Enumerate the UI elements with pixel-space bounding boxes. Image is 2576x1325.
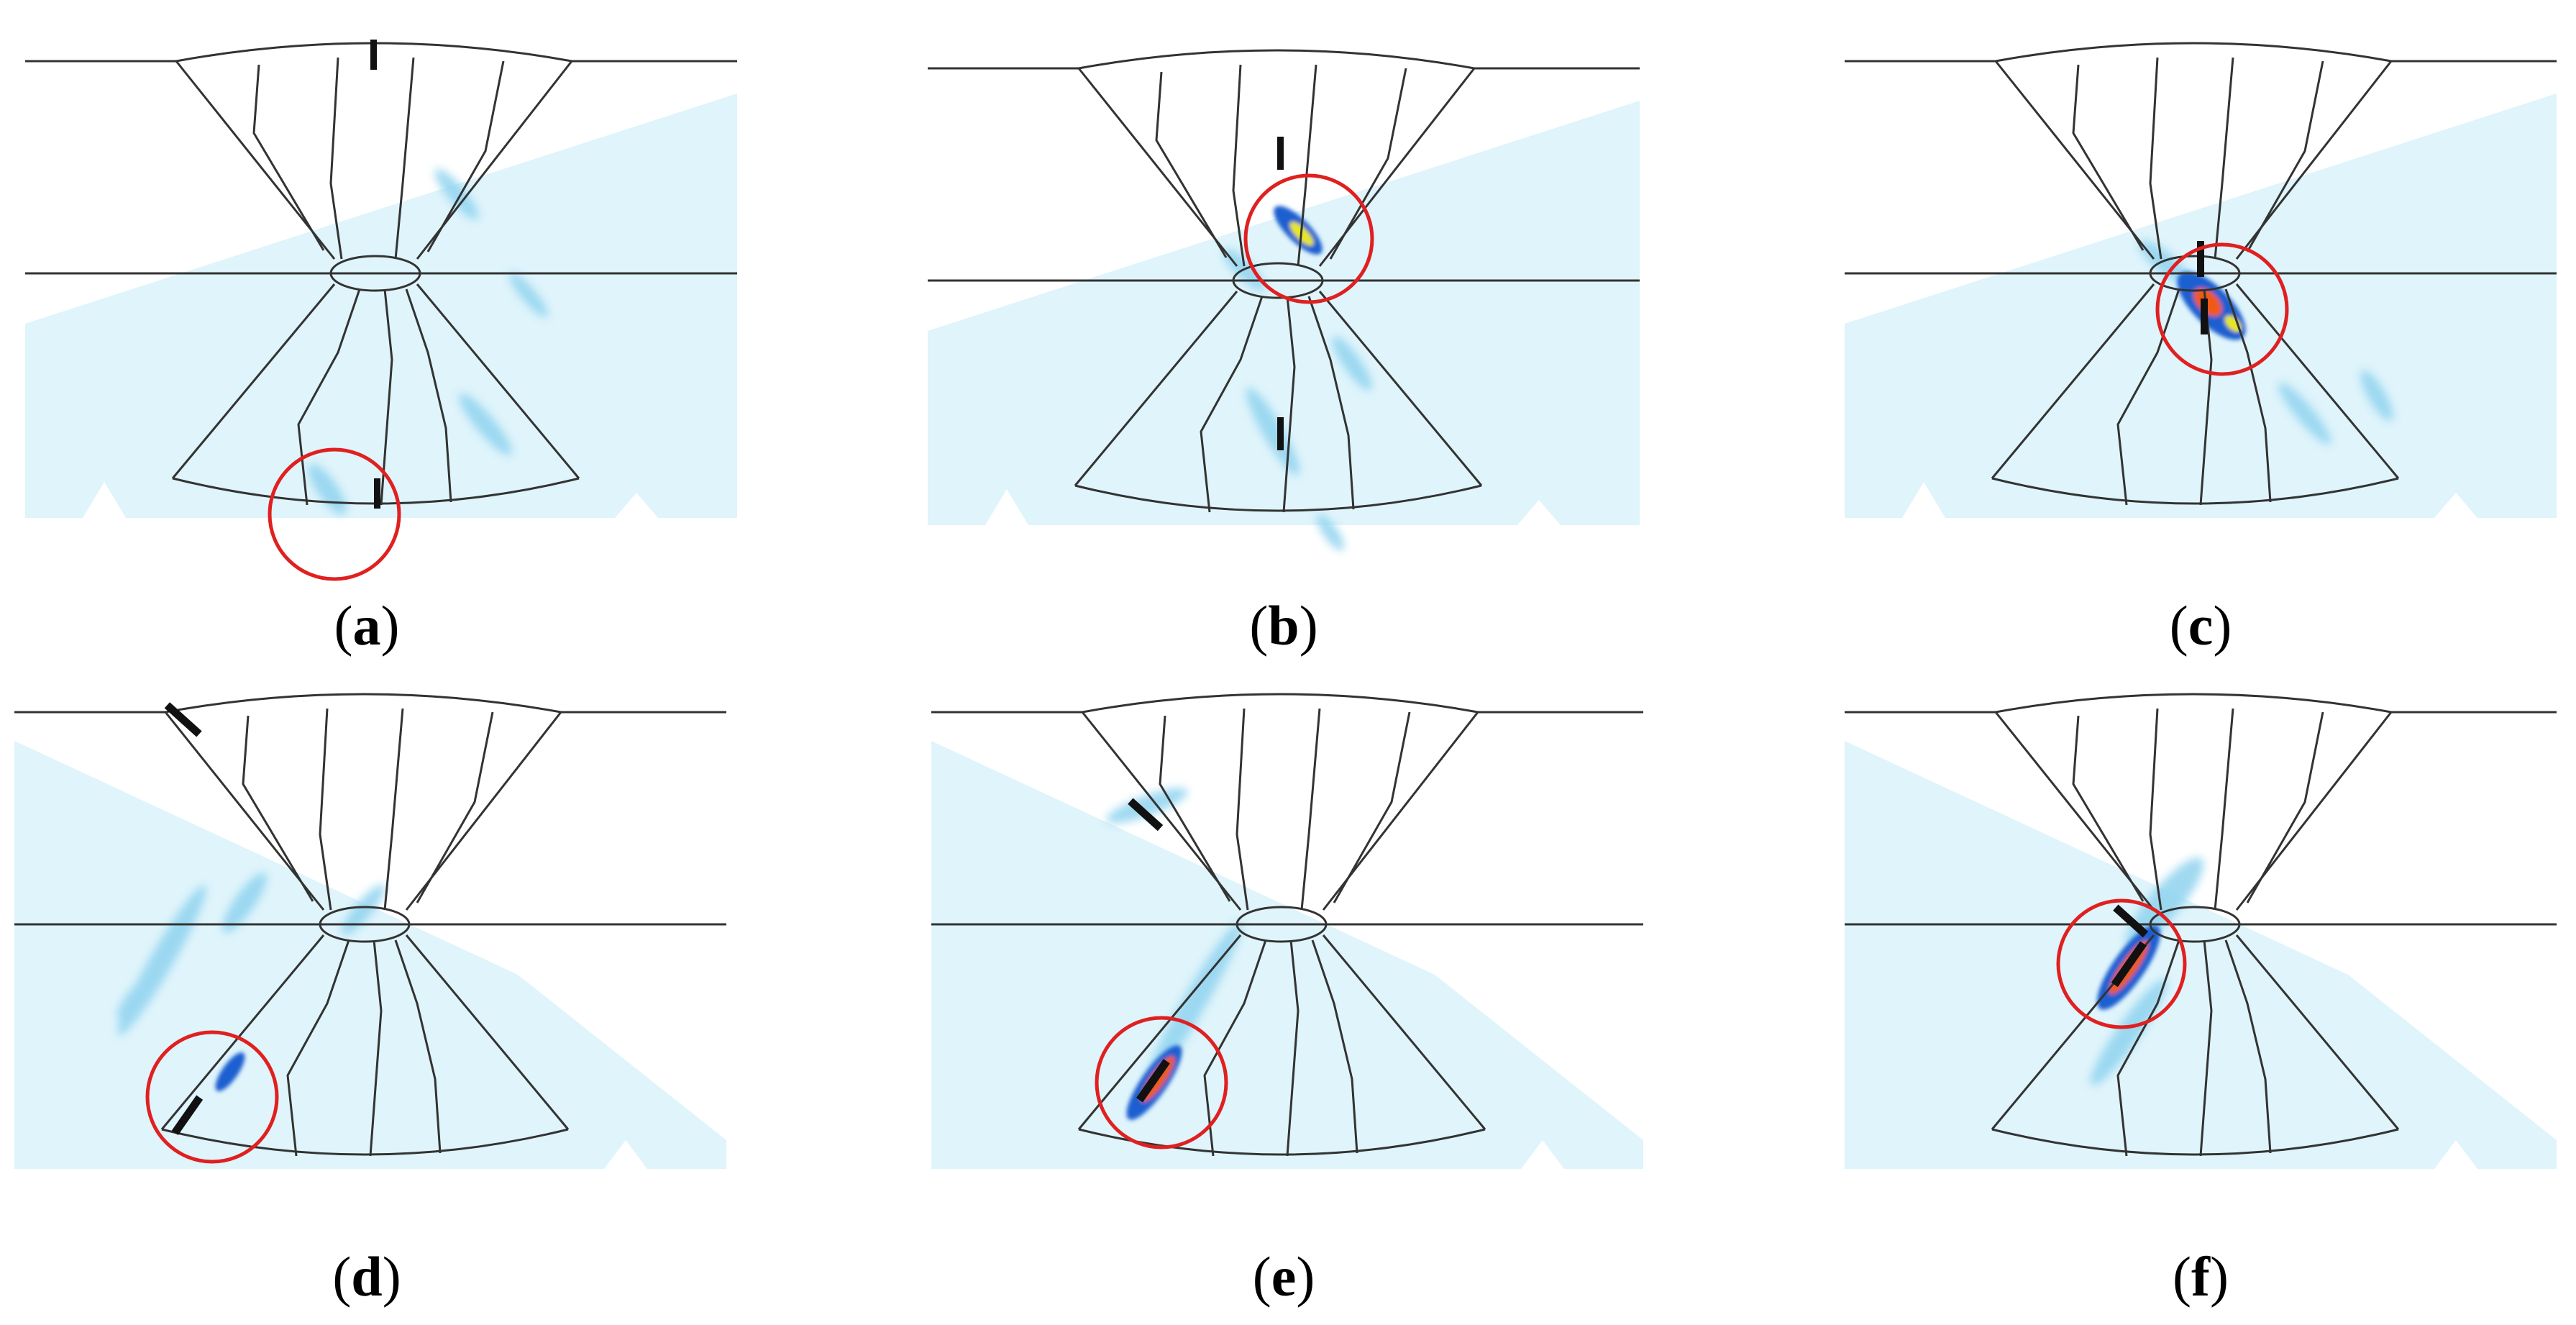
panel-label-f: (f): [2173, 1245, 2229, 1308]
panel-label-a: (a): [334, 594, 400, 657]
defect-marker: [164, 702, 202, 737]
defect-marker: [2113, 904, 2149, 938]
defect-marker: [370, 40, 377, 70]
defect-marker: [171, 1095, 204, 1136]
panel-label-d: (d): [332, 1245, 401, 1308]
highlight-circle: [145, 1030, 279, 1164]
panel-d: [13, 693, 728, 1169]
panel-label-c: (c): [2169, 594, 2232, 657]
defect-marker: [1136, 1059, 1170, 1103]
panel-label-b: (b): [1249, 594, 1318, 657]
panel-label-e: (e): [1252, 1245, 1315, 1308]
panel-a: [24, 40, 739, 581]
defect-marker: [2197, 241, 2204, 277]
highlight-circle: [268, 447, 401, 581]
defect-marker: [2201, 299, 2208, 334]
panel-c: [1843, 42, 2558, 518]
panel-e: [930, 693, 1645, 1169]
highlight-circle: [1243, 173, 1374, 304]
panel-b: [926, 49, 1641, 551]
defect-marker: [1277, 137, 1284, 170]
defect-marker: [1277, 417, 1284, 450]
highlight-circle: [2155, 242, 2289, 376]
highlight-circle: [1095, 1016, 1228, 1149]
panel-f: [1843, 693, 2558, 1169]
highlight-circle: [2056, 898, 2187, 1029]
defect-marker: [1128, 798, 1164, 832]
defect-marker: [374, 478, 380, 509]
defect-marker: [2111, 941, 2147, 988]
